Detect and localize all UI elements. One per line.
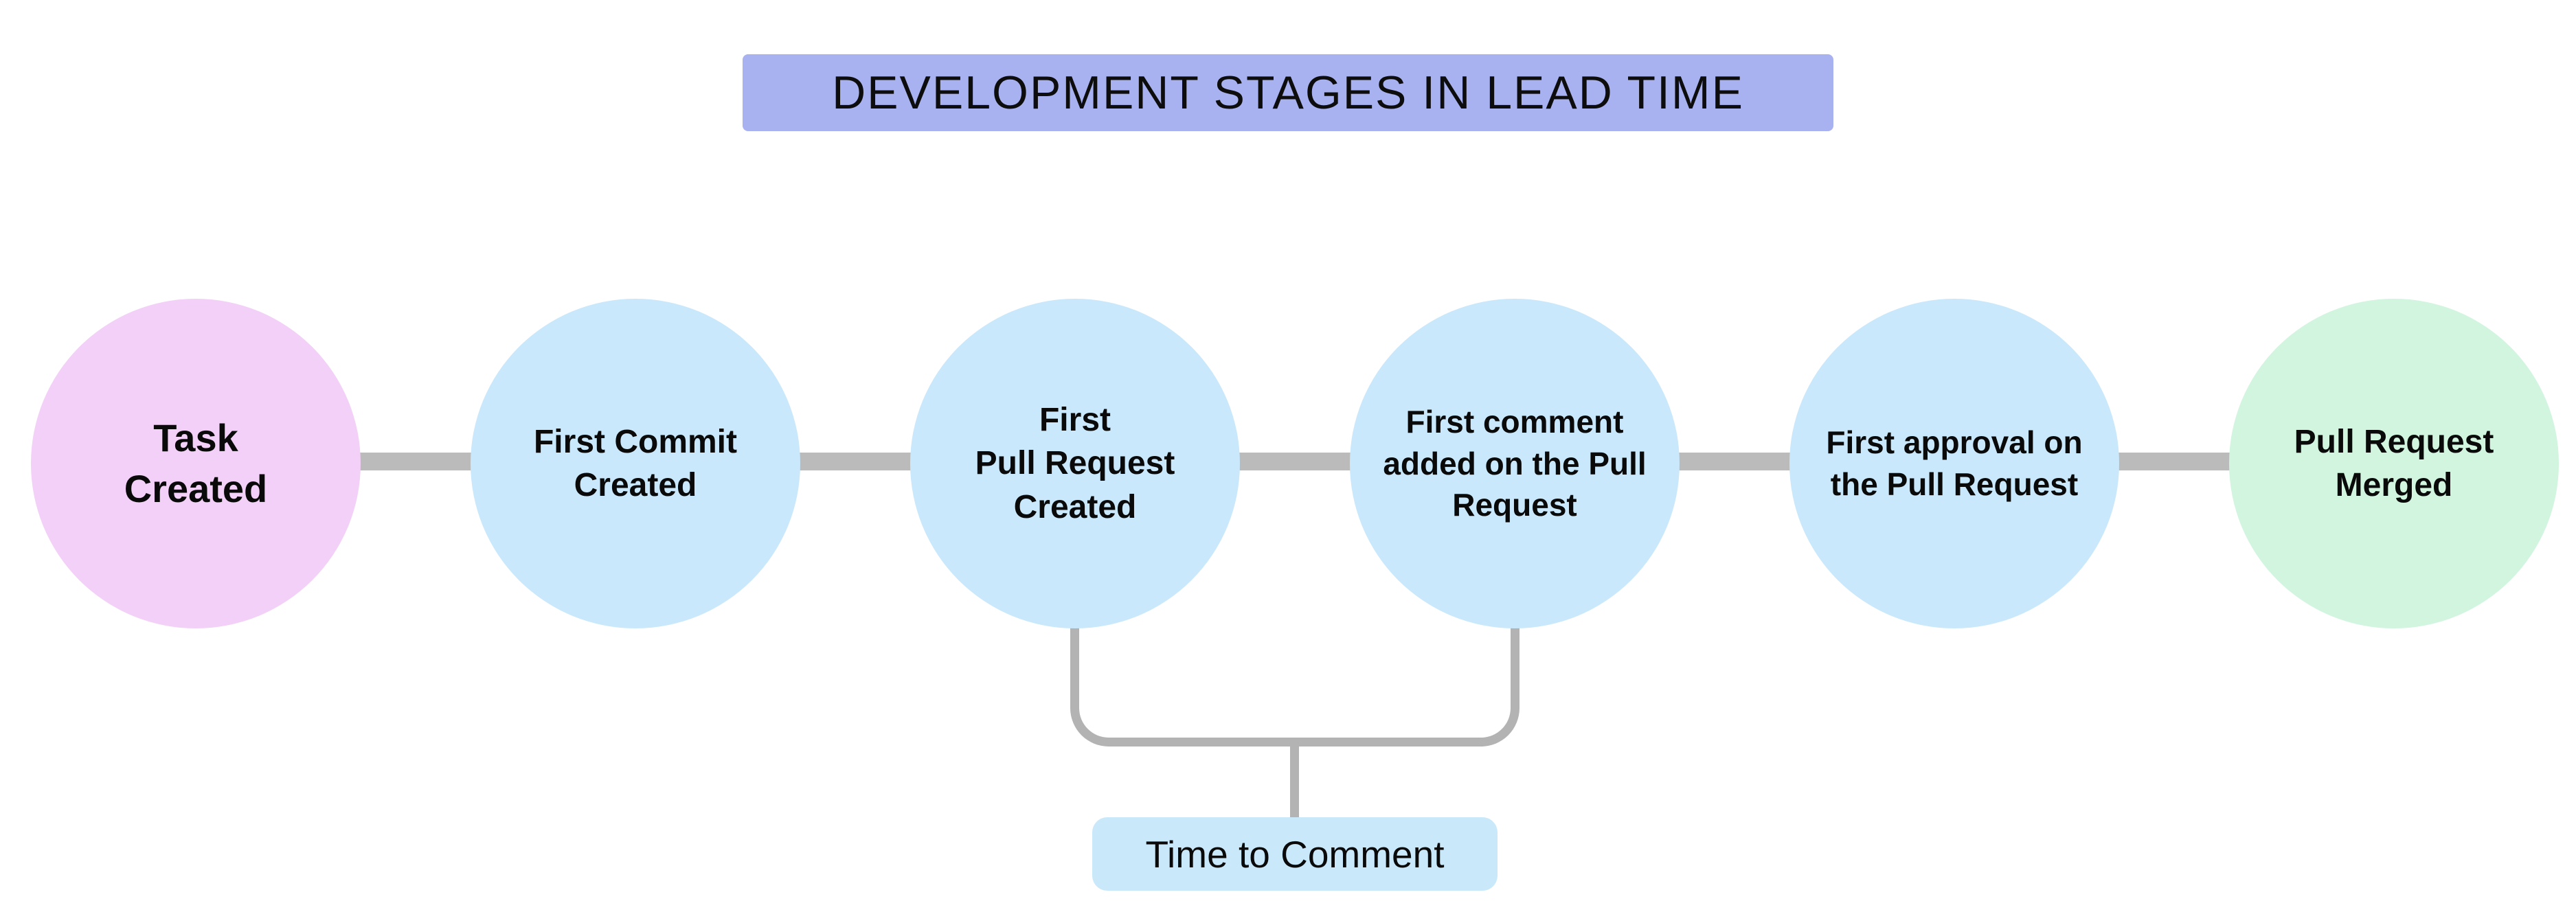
time-to-comment-bracket-stem bbox=[1290, 742, 1299, 819]
node-label: First comment added on the Pull Request bbox=[1383, 403, 1647, 523]
node-first-pull-request-created: First Pull Request Created bbox=[910, 299, 1240, 628]
diagram-title: DEVELOPMENT STAGES IN LEAD TIME bbox=[743, 54, 1833, 131]
time-to-comment-label: Time to Comment bbox=[1092, 817, 1498, 891]
node-first-approval: First approval on the Pull Request bbox=[1789, 299, 2119, 628]
node-label: First Commit Created bbox=[533, 423, 737, 503]
node-first-commit-created: First Commit Created bbox=[471, 299, 800, 628]
time-to-comment-bracket bbox=[1070, 624, 1519, 747]
node-first-comment-added: First comment added on the Pull Request bbox=[1350, 299, 1680, 628]
node-pull-request-merged: Pull Request Merged bbox=[2229, 299, 2559, 628]
node-task-created: Task Created bbox=[31, 299, 361, 628]
node-label: Pull Request Merged bbox=[2294, 423, 2494, 503]
node-label: First Pull Request Created bbox=[975, 401, 1175, 525]
node-label: First approval on the Pull Request bbox=[1826, 424, 2083, 502]
node-label: Task Created bbox=[124, 416, 268, 510]
